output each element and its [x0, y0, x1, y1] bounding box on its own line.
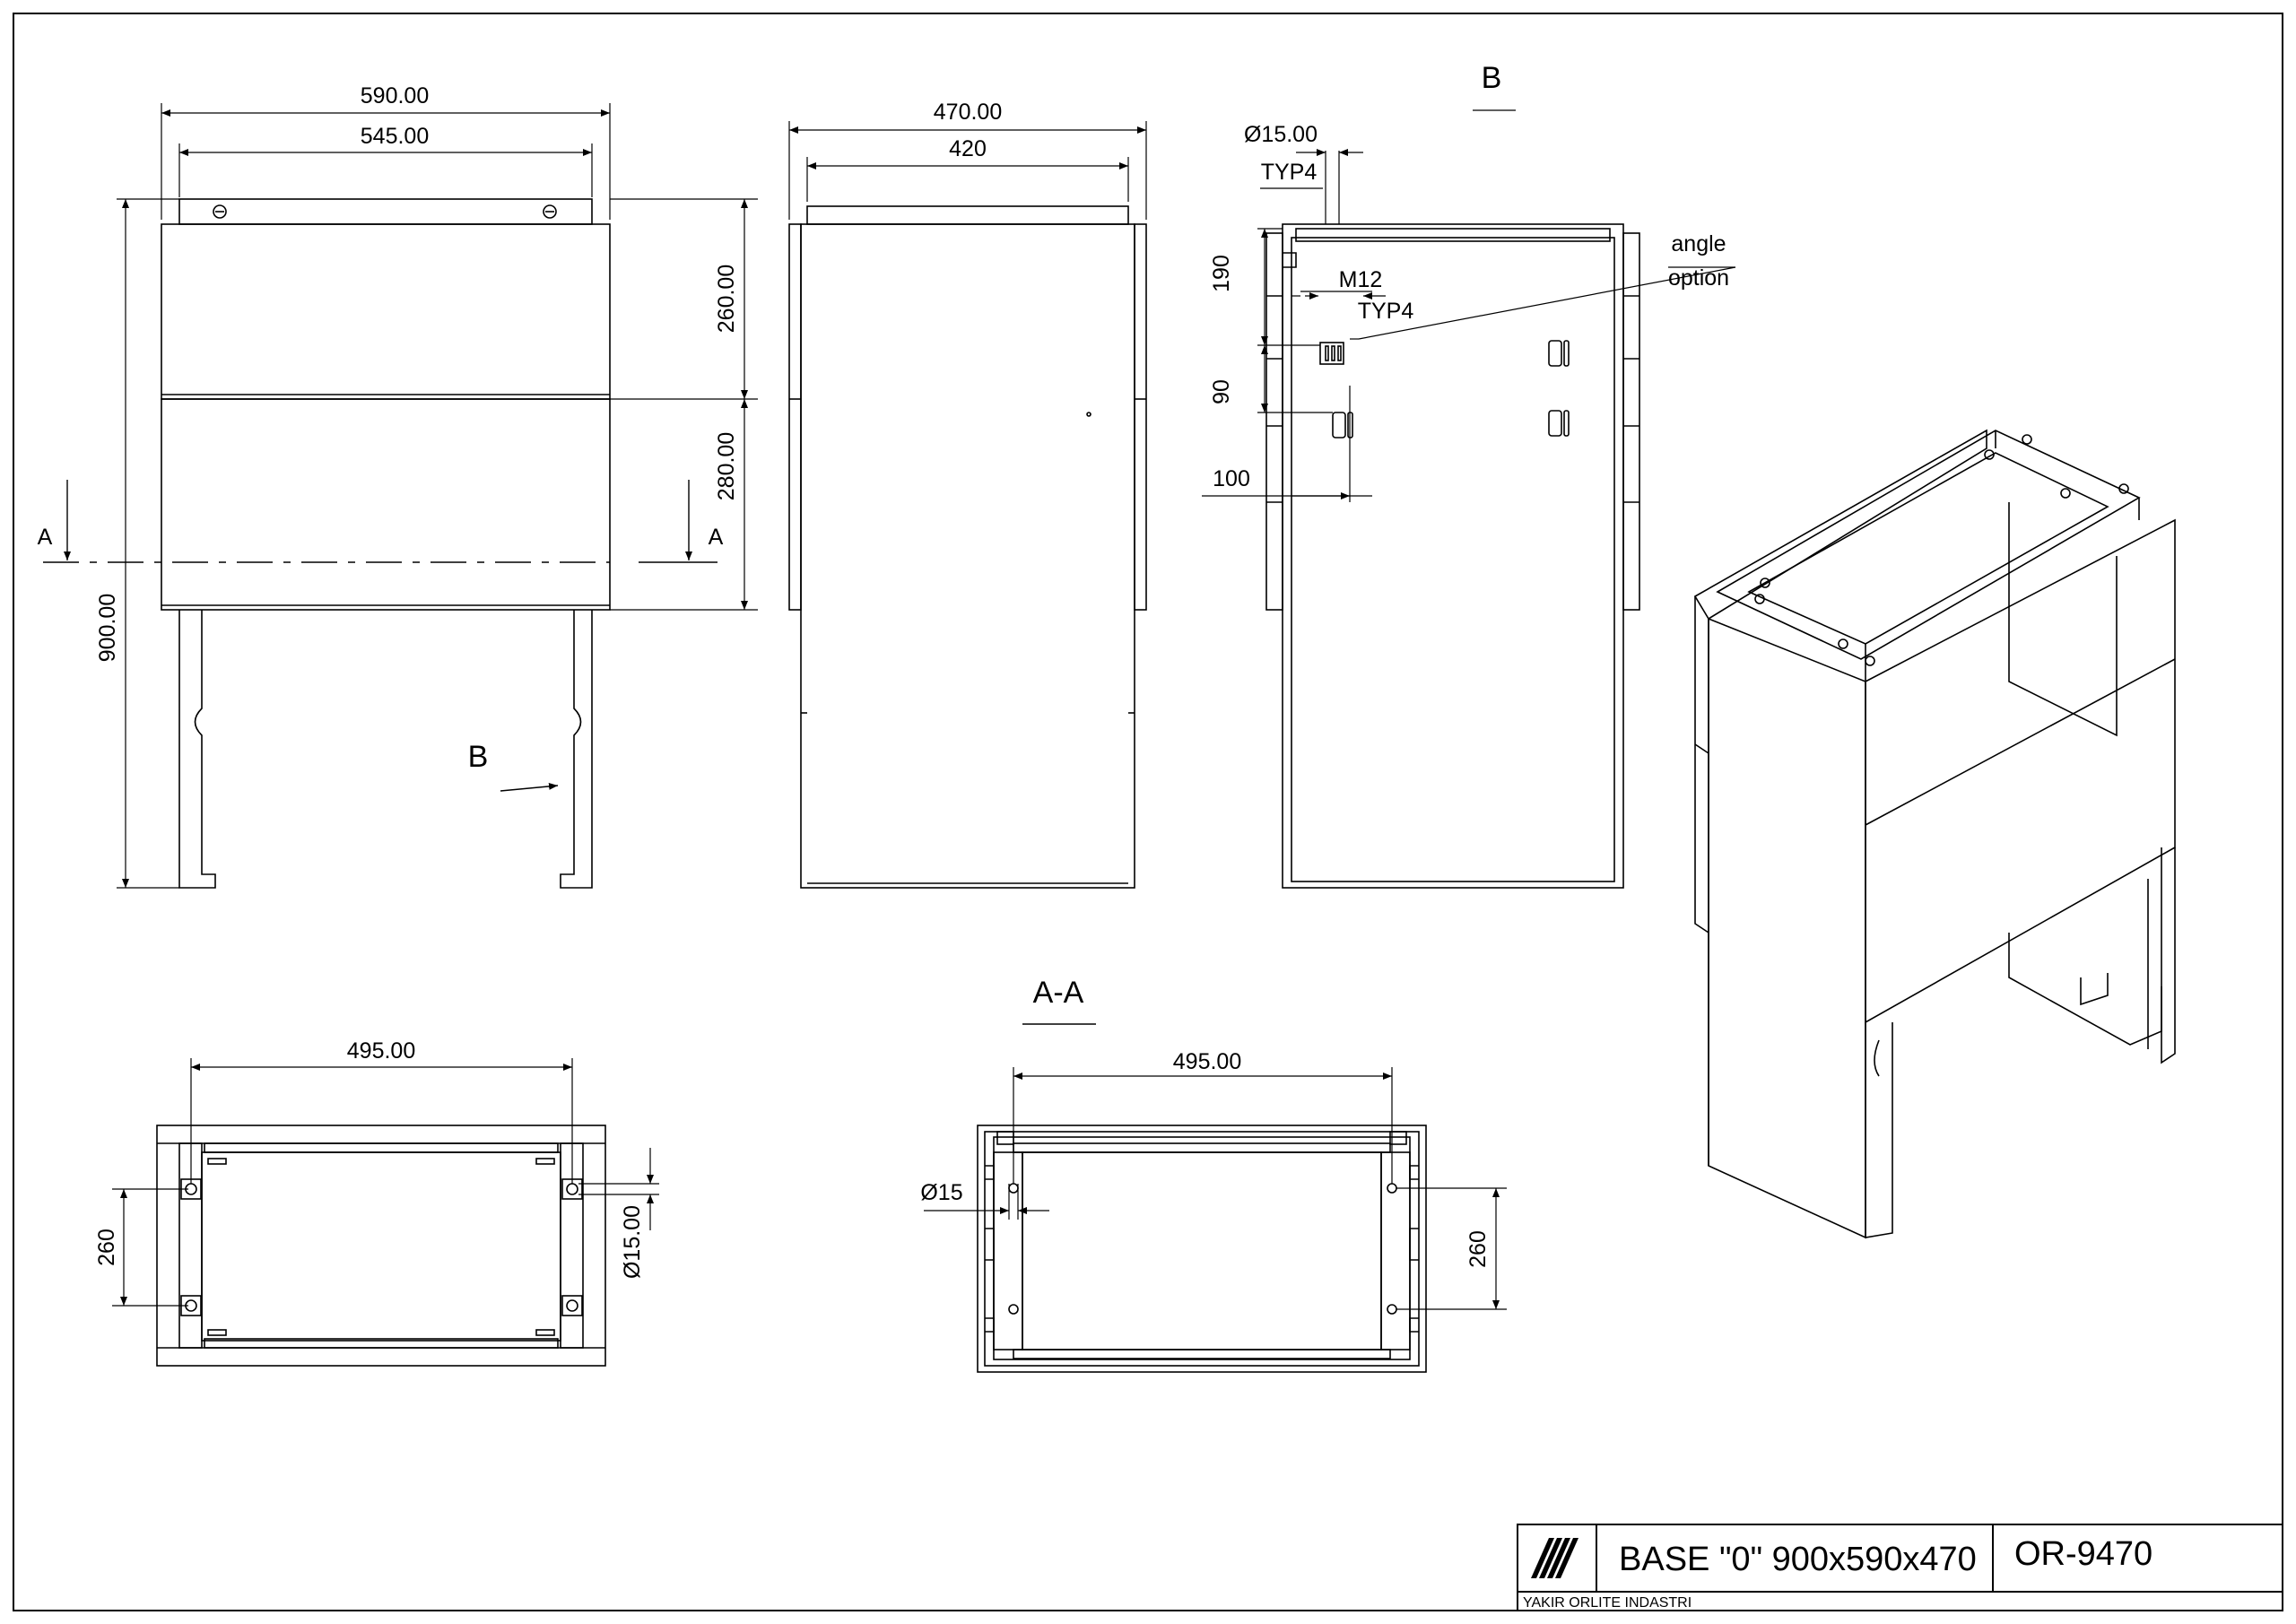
isometric-view — [1693, 429, 2176, 1239]
title-block-description: BASE "0" 900x590x470 — [1619, 1541, 1977, 1578]
dim-width-inner: 545.00 — [361, 124, 429, 149]
sheet-border — [13, 13, 2283, 1611]
dim-depth-overall: 470.00 — [934, 100, 1002, 125]
view-b-dim-100: 100 — [1213, 466, 1250, 491]
section-aa-dimensions — [924, 1067, 1507, 1310]
view-b-dim-90: 90 — [1209, 379, 1234, 404]
view-b-hole-typ: TYP4 — [1261, 160, 1318, 185]
company-logo — [1531, 1538, 1578, 1578]
section-label-left: A — [38, 525, 53, 550]
title-block-company: YAKIR ORLITE INDASTRI — [1523, 1595, 1692, 1611]
view-b-hole-dia: Ø15.00 — [1244, 122, 1318, 147]
front-view — [43, 198, 718, 889]
side-view-dimensions — [788, 121, 1147, 220]
top-view-hole-dia: Ø15.00 — [620, 1205, 645, 1279]
view-b-thread: M12 — [1339, 267, 1383, 292]
front-view-dimensions — [117, 103, 758, 889]
section-label-right: A — [709, 525, 724, 550]
top-view — [156, 1125, 606, 1367]
dim-height-lower: 280.00 — [714, 432, 739, 500]
dim-depth-inner: 420 — [949, 136, 987, 161]
view-arrow-label: B — [468, 740, 489, 774]
view-b-title: B — [1482, 61, 1502, 95]
dim-height-upper: 260.00 — [714, 265, 739, 333]
top-view-width: 495.00 — [347, 1038, 415, 1064]
dim-height-total: 900.00 — [95, 594, 120, 662]
section-aa-width: 495.00 — [1173, 1049, 1241, 1074]
note-angle: angle — [1671, 231, 1726, 256]
side-view — [788, 205, 1147, 889]
view-b — [1265, 223, 1640, 889]
view-b-dim-190: 190 — [1209, 255, 1234, 292]
title-block-part-number: OR-9470 — [2014, 1535, 2152, 1573]
dim-width-overall: 590.00 — [361, 83, 429, 109]
section-aa-hole-dia: Ø15 — [920, 1180, 962, 1205]
top-view-dimensions — [112, 1058, 659, 1307]
title-block — [1517, 1524, 2283, 1611]
top-view-depth: 260 — [94, 1229, 119, 1266]
view-b-dimensions — [1202, 109, 1736, 502]
view-b-thread-typ: TYP4 — [1358, 299, 1414, 324]
note-option: option — [1668, 265, 1729, 291]
section-aa-title: A-A — [1033, 976, 1084, 1010]
section-aa-depth: 260 — [1465, 1230, 1491, 1268]
